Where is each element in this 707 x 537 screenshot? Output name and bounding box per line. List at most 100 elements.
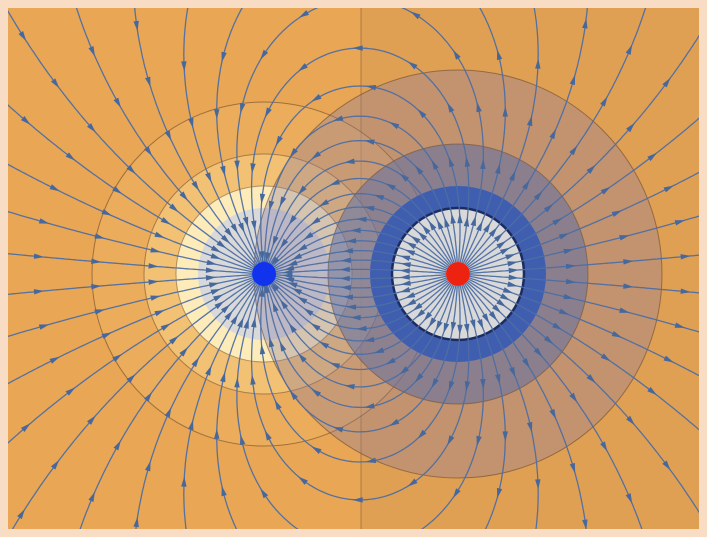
field-arrow <box>407 478 418 487</box>
field-arrow <box>65 387 76 396</box>
field-arrow <box>154 231 165 239</box>
field-arrow <box>329 362 341 369</box>
field-arrow <box>270 281 280 292</box>
field-arrow <box>94 309 105 315</box>
field-arrow <box>410 11 421 20</box>
field-arrow <box>33 289 45 295</box>
field-arrow <box>160 217 171 225</box>
field-arrow <box>283 265 295 271</box>
field-arrow <box>365 84 377 91</box>
field-arrow <box>191 357 200 368</box>
field-line-pos-14 <box>265 281 455 388</box>
field-arrow <box>476 101 482 113</box>
field-arrow <box>399 286 411 293</box>
field-arrow <box>502 287 514 294</box>
field-arrow <box>480 378 486 390</box>
field-line-pos-21 <box>271 276 447 299</box>
field-arrow <box>483 222 491 233</box>
field-line-neg-19 <box>11 280 255 529</box>
field-arrow <box>260 488 269 499</box>
field-arrow <box>399 366 410 375</box>
field-arrow <box>543 335 554 345</box>
field-arrow <box>251 220 257 231</box>
field-arrow <box>415 309 426 319</box>
field-arrow <box>507 281 518 287</box>
field-line-pos-38 <box>236 8 484 267</box>
field-arrow <box>210 253 221 260</box>
field-arrow <box>88 46 95 57</box>
field-arrow <box>214 301 225 310</box>
field-arrow <box>463 323 470 335</box>
field-arrow <box>448 156 455 168</box>
positive-charge[interactable] <box>446 262 470 286</box>
field-arrow <box>680 254 691 260</box>
field-arrow <box>213 109 220 120</box>
field-arrow <box>208 282 220 288</box>
field-arrow <box>164 130 172 141</box>
field-arrow <box>160 323 171 331</box>
field-arrow <box>662 460 671 471</box>
field-arrow <box>144 391 153 402</box>
field-arrow <box>230 314 238 325</box>
field-arrow <box>435 320 443 331</box>
field-arrow <box>619 307 630 313</box>
field-arrow <box>221 51 227 63</box>
field-arrow <box>339 266 350 273</box>
field-arrow <box>251 317 257 328</box>
field-arrow <box>509 366 516 378</box>
field-line-pos-2 <box>469 277 699 377</box>
field-arrow <box>242 216 249 228</box>
field-arrow <box>507 261 518 267</box>
field-arrow <box>144 146 153 157</box>
field-arrow <box>126 374 136 384</box>
field-arrow <box>414 165 424 175</box>
field-arrow <box>663 185 674 193</box>
field-arrow <box>563 293 574 300</box>
field-arrow <box>50 459 60 470</box>
field-arrow <box>480 158 486 170</box>
field-arrow <box>345 238 357 244</box>
field-arrow <box>237 317 244 328</box>
field-line-pos-36 <box>260 85 461 265</box>
field-arrow <box>154 309 165 317</box>
field-arrow <box>297 243 308 252</box>
field-line-pos-4 <box>467 280 699 514</box>
field-arrow <box>113 97 121 108</box>
field-arrow <box>220 234 231 244</box>
field-arrow <box>291 288 303 295</box>
field-arrow <box>150 247 161 253</box>
field-arrow <box>297 185 307 195</box>
field-line-pos-42 <box>466 8 647 267</box>
negative-charge[interactable] <box>252 262 276 286</box>
field-arrow <box>625 493 633 504</box>
field-arrow <box>264 107 272 118</box>
field-arrow <box>364 139 375 145</box>
field-arrow <box>494 163 501 175</box>
field-arrow <box>406 298 417 306</box>
field-arrow <box>38 218 50 224</box>
field-line-pos-25 <box>272 259 447 273</box>
field-arrow <box>332 115 344 121</box>
field-arrow <box>470 215 476 227</box>
field-arrow <box>50 78 60 89</box>
field-line-pos-11 <box>260 283 461 463</box>
field-arrow <box>332 427 344 433</box>
field-arrow <box>385 357 396 365</box>
field-arrow <box>287 260 298 266</box>
field-arrow <box>431 159 439 170</box>
field-arrow <box>421 224 431 235</box>
field-arrow <box>112 186 123 194</box>
field-arrow <box>407 61 418 70</box>
field-arrow <box>303 231 314 240</box>
field-arrow <box>410 235 421 244</box>
field-arrow <box>499 293 511 301</box>
field-arrow <box>373 194 385 201</box>
field-line-neg-16 <box>183 283 258 529</box>
field-arrow <box>87 415 96 425</box>
field-arrow <box>600 441 608 452</box>
field-arrow <box>586 374 596 384</box>
field-arrow <box>563 248 574 255</box>
field-arrow <box>522 179 530 190</box>
field-arrow <box>94 233 105 239</box>
field-arrow <box>365 457 377 464</box>
